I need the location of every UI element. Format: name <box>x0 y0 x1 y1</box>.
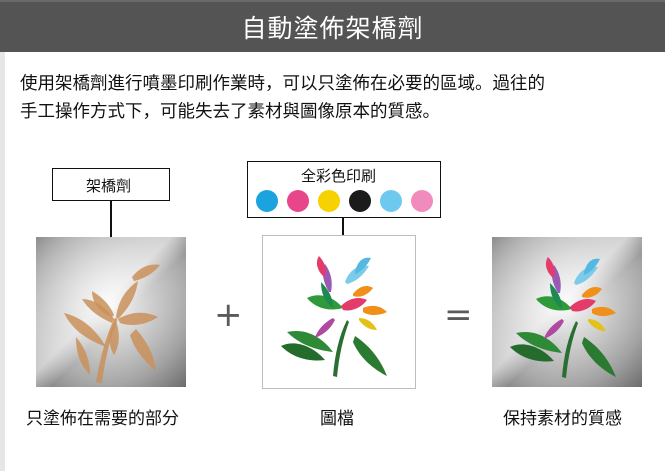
description-line-2: 手工操作方式下，可能失去了素材與圖像原本的質感。 <box>20 102 440 122</box>
primer-leader-line <box>110 201 112 269</box>
caption-keep-texture: 保持素材的質感 <box>503 409 622 429</box>
ink-dot-magenta <box>287 190 309 212</box>
flower-artwork <box>281 256 387 377</box>
primer-callout-box <box>52 168 170 201</box>
result-panel <box>492 237 642 387</box>
ink-dot-black <box>349 190 371 212</box>
equals-operator: = <box>444 295 473 335</box>
description: 使用架橋劑進行噴墨印刷作業時，可以只塗佈在必要的區域。過往的 手工操作方式下，可… <box>20 70 660 126</box>
ink-dot-light-cyan <box>380 190 402 212</box>
color-callout-box <box>247 161 441 218</box>
caption-primer-only: 只塗佈在需要的部分 <box>26 409 179 429</box>
plus-operator: + <box>214 295 243 335</box>
ink-dot-light-magenta <box>411 190 433 212</box>
header-bar: 自動塗佈架橋劑 <box>0 2 665 52</box>
page-title: 自動塗佈架橋劑 <box>241 14 424 43</box>
artwork-panel <box>262 235 416 389</box>
caption-image-file: 圖檔 <box>320 409 354 429</box>
result-metal-image <box>492 237 642 387</box>
description-line-1: 使用架橋劑進行噴墨印刷作業時，可以只塗佈在必要的區域。過往的 <box>20 74 545 94</box>
left-accent-rule <box>0 52 5 471</box>
ink-dot-yellow <box>318 190 340 212</box>
top-divider <box>0 0 665 2</box>
primer-metal-image <box>36 237 186 387</box>
color-callout-label: 全彩色印刷 <box>301 167 377 185</box>
primer-coated-panel <box>36 237 186 387</box>
primer-callout-label: 架橋劑 <box>86 177 132 195</box>
ink-dot-cyan <box>256 190 278 212</box>
